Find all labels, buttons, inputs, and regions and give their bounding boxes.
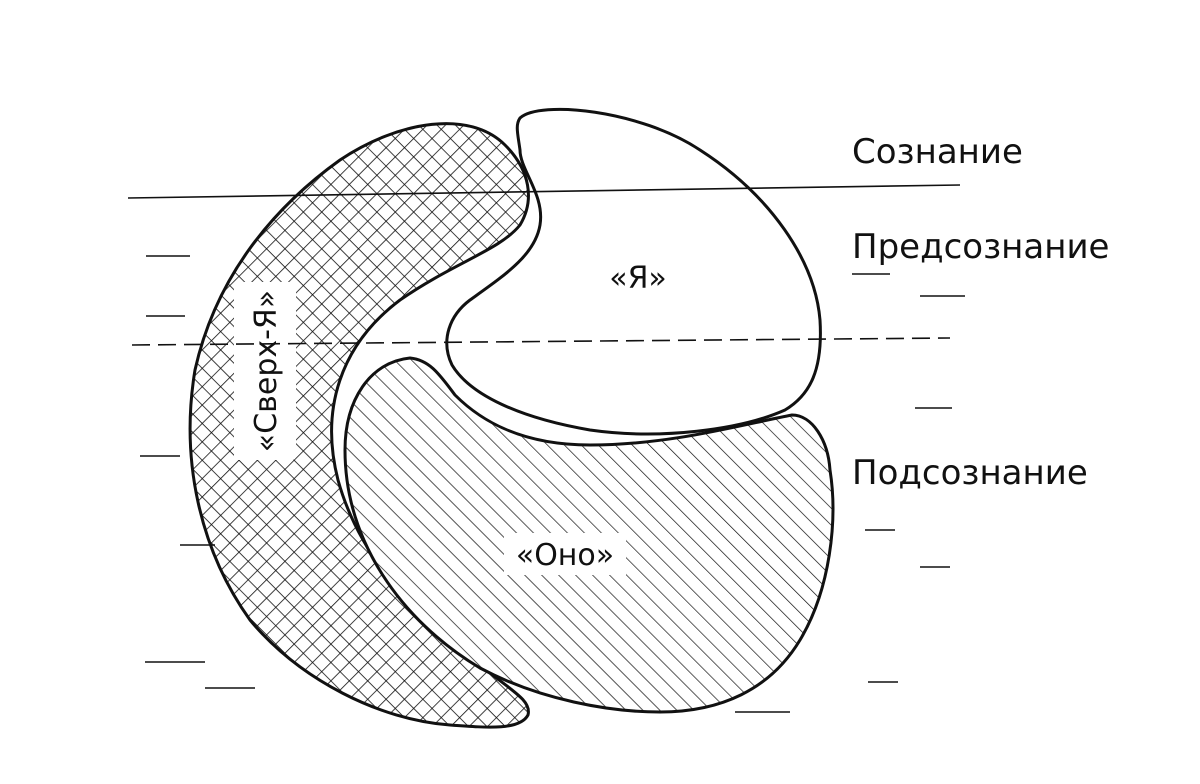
ego-label: «Я»: [609, 261, 667, 296]
superego-region: [188, 122, 530, 729]
conscious-label: Сознание: [852, 132, 1023, 172]
superego-label-bg: [234, 282, 296, 460]
background-dashes: [140, 255, 965, 713]
id-label: «Оно»: [516, 538, 614, 573]
id-label-bg: [504, 533, 626, 575]
preconscious-line: [131, 337, 951, 346]
superego-label: «Сверх-Я»: [249, 290, 284, 452]
ego-region: [445, 107, 822, 436]
conscious-line: [127, 184, 961, 199]
preconscious-label: Предсознание: [852, 227, 1109, 267]
unconscious-label: Подсознание: [852, 453, 1088, 493]
